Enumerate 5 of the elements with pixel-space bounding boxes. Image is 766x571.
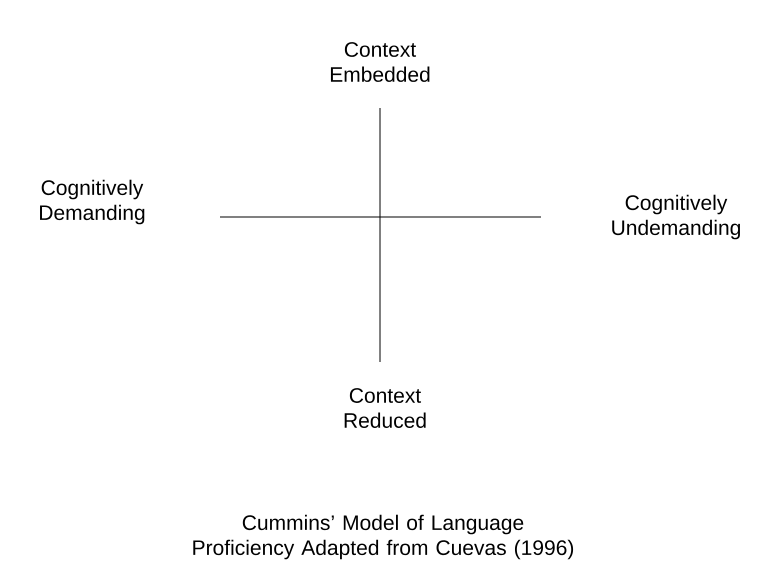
- axis-label: Cognitively Demanding: [40, 180, 144, 224]
- axis-label: Context Reduced: [344, 388, 426, 428]
- caption: Cummins’ Model of Language Proficiency Adapted from Cuevas (1996): [193, 514, 574, 560]
- axis-label: Context Embedded: [330, 42, 430, 82]
- axis-label: Cognitively Undemanding: [612, 194, 740, 240]
